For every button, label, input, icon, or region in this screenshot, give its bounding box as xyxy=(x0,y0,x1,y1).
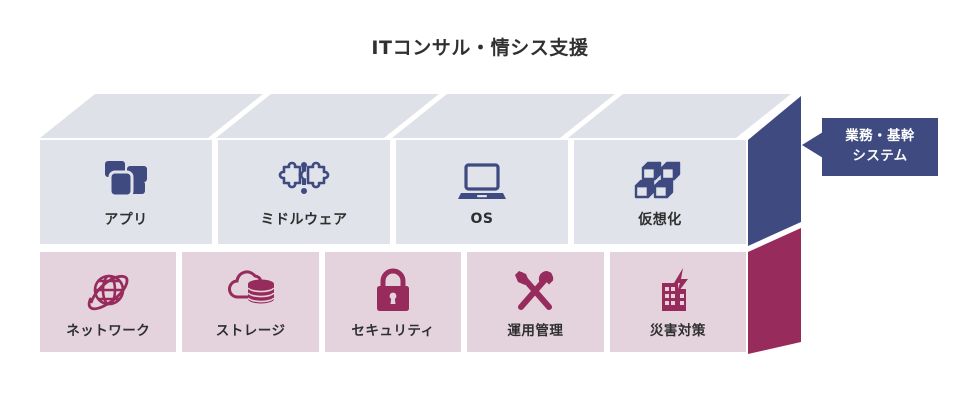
callout-line-1: 業務・基幹 xyxy=(845,128,915,145)
callout-business-core-system: 業務・基幹 システム xyxy=(822,118,938,176)
tile-label: 仮想化 xyxy=(638,212,682,228)
stacked-cubes-icon xyxy=(634,155,686,207)
callout-arrow-left-icon xyxy=(802,132,823,158)
tile-app[interactable]: アプリ xyxy=(40,140,212,244)
tile-label: 運用管理 xyxy=(507,323,564,339)
laptop-icon xyxy=(457,157,507,209)
tile-label: 災害対策 xyxy=(649,323,706,339)
tile-label: ネットワーク xyxy=(66,323,151,339)
tile-label: OS xyxy=(470,211,494,227)
padlock-icon xyxy=(372,265,414,317)
lid-top-faces xyxy=(40,94,791,138)
top-row: アプリ ミドルウェア xyxy=(40,140,746,244)
wrench-screwdriver-icon xyxy=(511,265,559,317)
tile-storage[interactable]: ストレージ xyxy=(182,252,319,352)
tile-label: セキュリティ xyxy=(351,323,435,339)
tile-disaster-recovery[interactable]: 災害対策 xyxy=(609,252,747,352)
tile-middleware[interactable]: ミドルウェア xyxy=(218,140,390,244)
tile-label: ミドルウェア xyxy=(260,212,348,228)
tile-label: アプリ xyxy=(104,212,148,228)
tile-network[interactable]: ネットワーク xyxy=(40,252,177,352)
side-face-crimson xyxy=(748,228,801,354)
tile-operations[interactable]: 運用管理 xyxy=(467,252,604,352)
tile-label: ストレージ xyxy=(215,323,286,339)
tile-os[interactable]: OS xyxy=(396,140,568,244)
bottom-row: ネットワーク xyxy=(40,252,747,352)
tile-virtualization[interactable]: 仮想化 xyxy=(574,140,746,244)
callout-line-2: システム xyxy=(852,148,908,164)
side-face-navy xyxy=(748,96,801,246)
puzzle-pieces-icon xyxy=(277,155,331,207)
diagram-title: ITコンサル・情シス支援 xyxy=(371,37,589,59)
app-windows-icon xyxy=(102,155,150,207)
globe-network-icon xyxy=(84,265,132,317)
building-lightning-icon xyxy=(656,265,700,317)
cloud-database-icon xyxy=(225,265,277,317)
tile-security[interactable]: セキュリティ xyxy=(324,252,462,352)
